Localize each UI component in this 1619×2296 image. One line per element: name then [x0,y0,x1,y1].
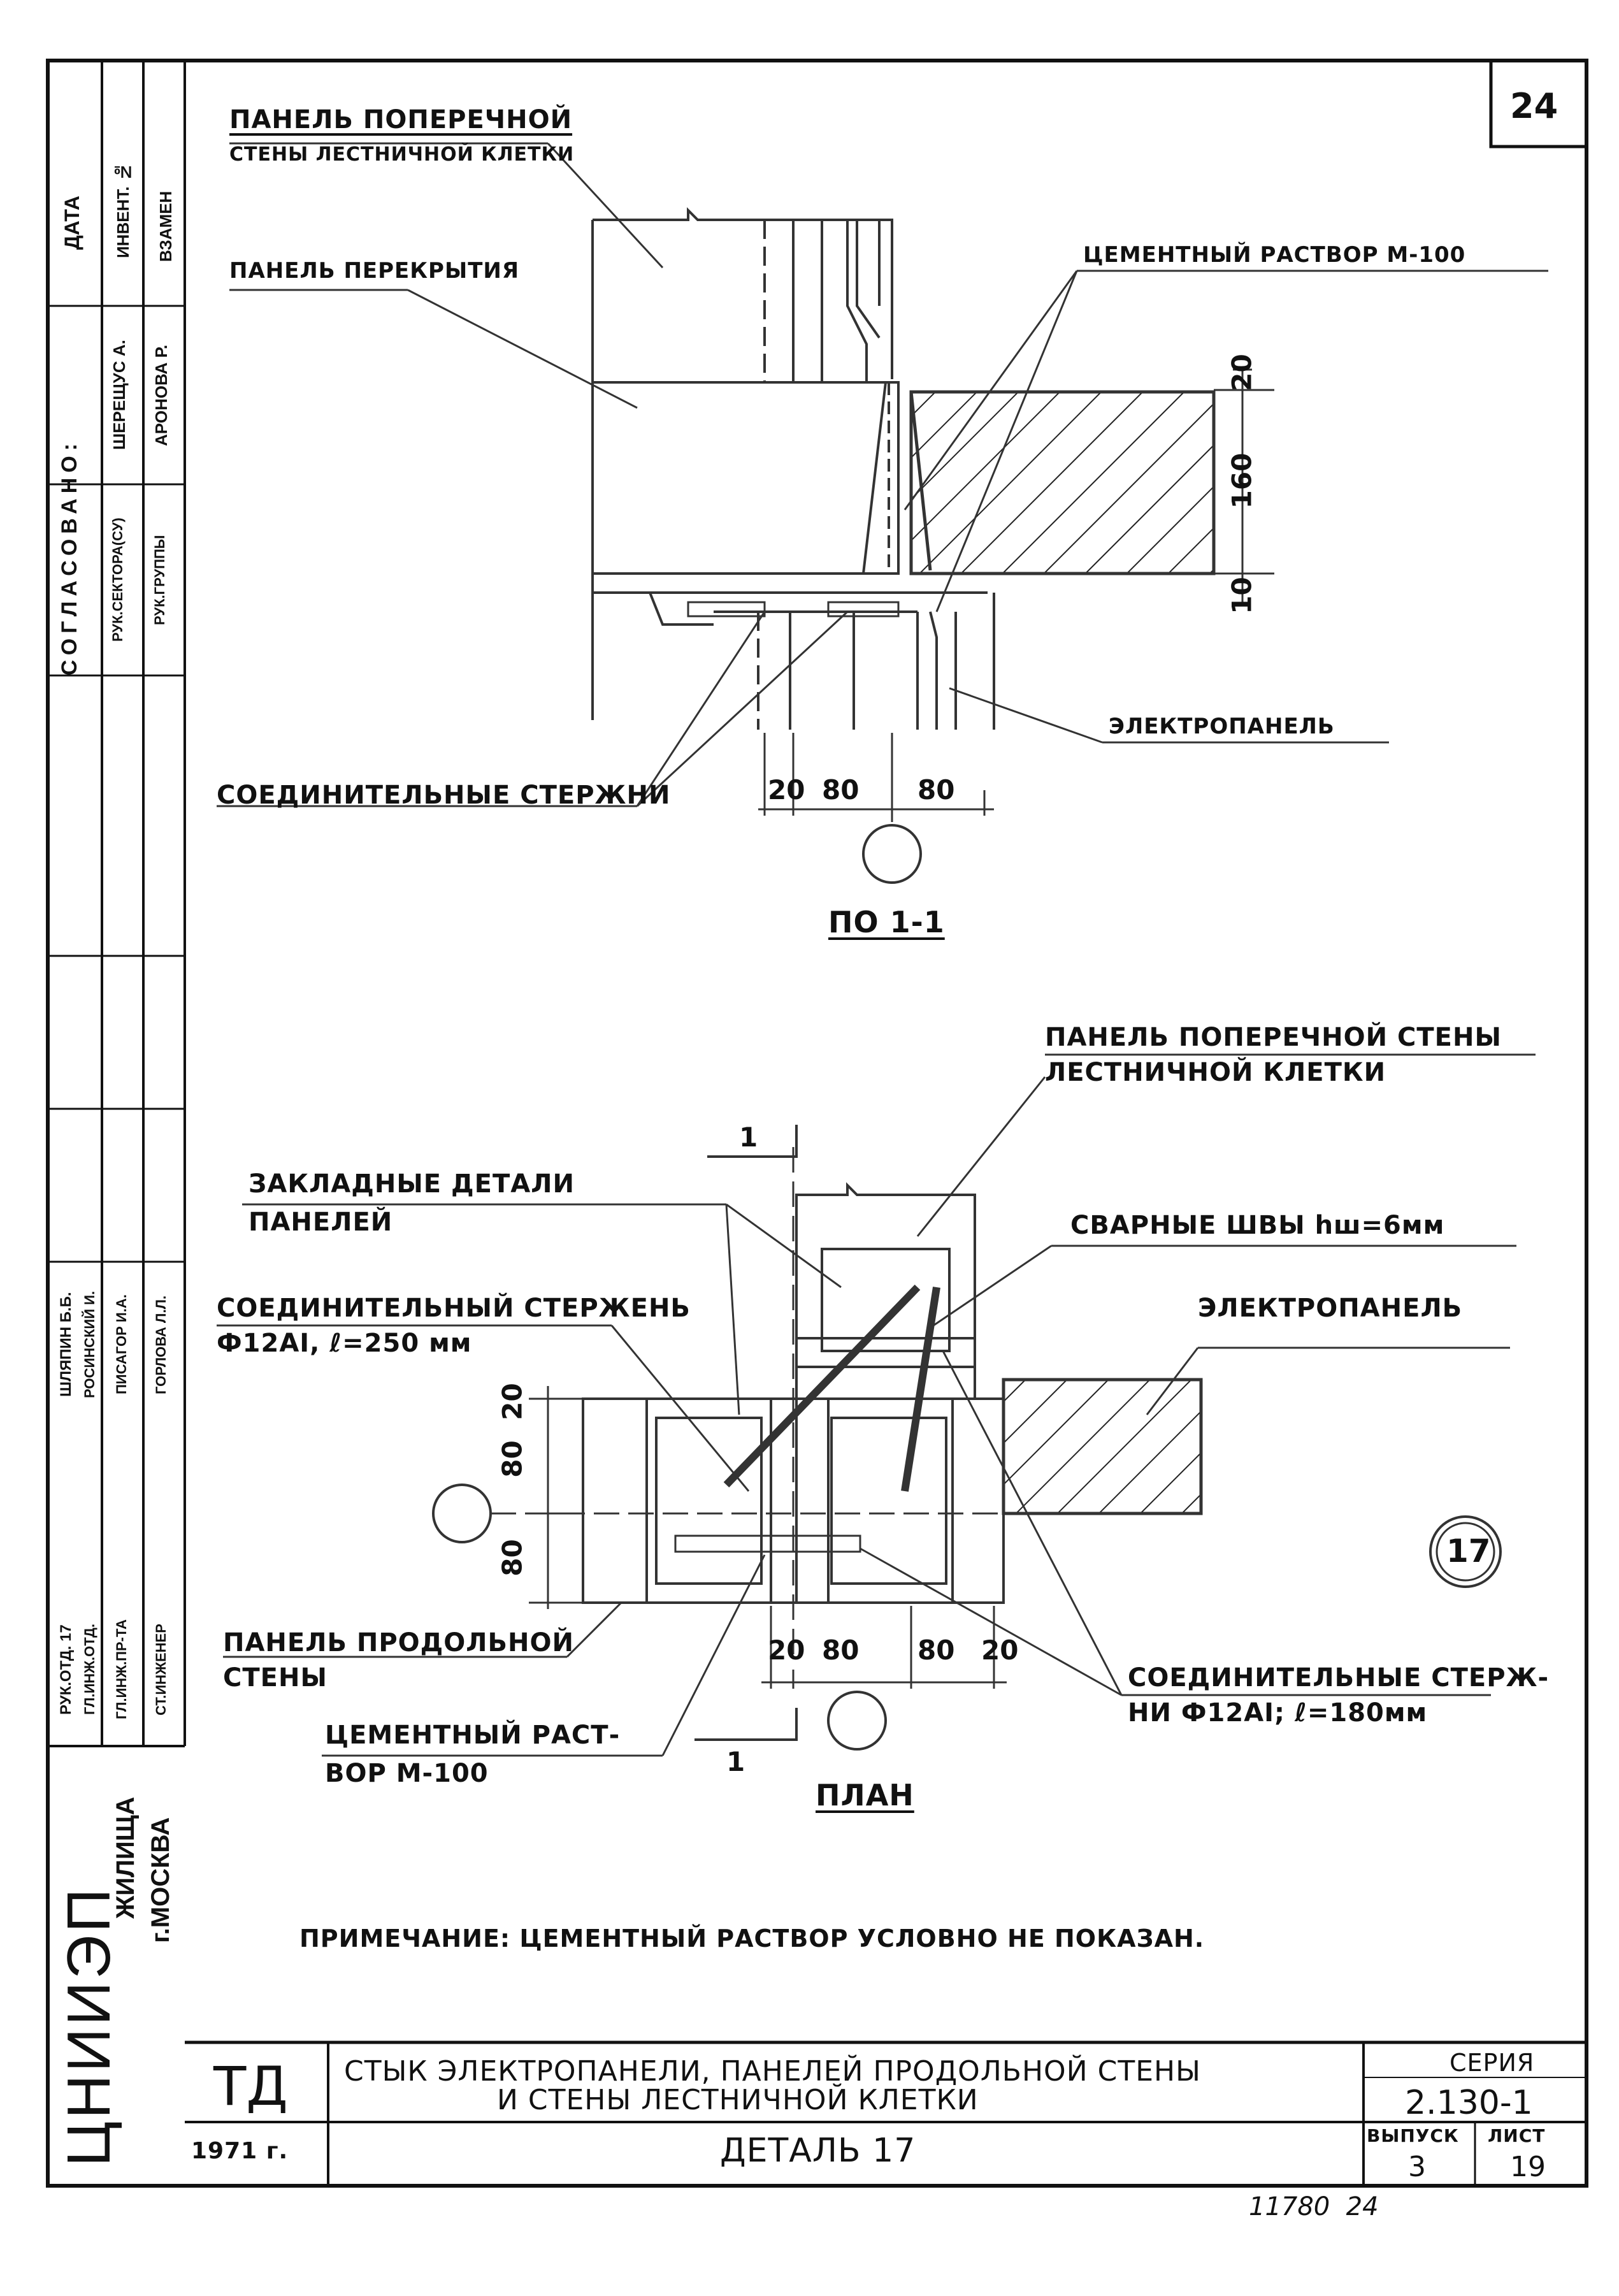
staff-role-3: ГЛ.ИНЖ.ПР-ТА [113,1619,129,1720]
plan-electropanel-label: ЭЛЕКТРОПАНЕЛЬ [1198,1294,1463,1323]
plan-axis-marker-bottom [827,1691,887,1751]
staff-name-4: ГОРЛОВА Л.Л. [153,1295,169,1394]
approval-role-1: РУК.СЕКТОРА(СУ) [110,517,126,642]
staff-name-3: ПИСАГОР И.А. [113,1294,129,1395]
plan-dim-v-2: 80 [496,1440,528,1478]
title-line-1: СТЫК ЭЛЕКТРОПАНЕЛИ, ПАНЕЛЕЙ ПРОДОЛЬНОЙ С… [344,2055,1201,2088]
detail-number: 17 [1446,1533,1491,1570]
plan-long-wall-label-2: СТЕНЫ [223,1663,327,1693]
plan-axis-marker-left [432,1484,492,1543]
approval-role-2: РУК.ГРУППЫ [152,535,168,625]
section-mortar-label: ЦЕМЕНТНЫЙ РАСТВОР М-100 [1083,242,1466,268]
section-dim-v-2: 160 [1226,452,1258,509]
sheet-label: ЛИСТ [1488,2125,1546,2146]
axis-marker [862,824,922,884]
plan-dim-h-2: 80 [822,1635,860,1666]
sheet-value: 19 [1510,2151,1546,2183]
sheet-frame [46,59,1588,2188]
section-electropanel-label: ЭЛЕКТРОПАНЕЛЬ [1109,714,1335,739]
staff-name-2: РОСИНСКИЙ И. [82,1290,97,1399]
staff-role-1: РУК.ОТД. 17 [57,1624,75,1715]
series-label: СЕРИЯ [1450,2049,1535,2077]
plan-rod-label-2: Ф12АI, ℓ=250 мм [217,1329,472,1358]
series-value: 2.130-1 [1405,2084,1533,2122]
inventory-label: ИНВЕНТ. № [113,162,133,258]
approval-date-label: ДАТА [61,196,83,250]
plan-view-geometry [217,1053,1536,1757]
plan-mortar-label-1: ЦЕМЕНТНЫЙ РАСТ- [325,1721,621,1750]
plan-embedded-label-1: ЗАКЛАДНЫЕ ДЕТАЛИ [248,1169,575,1199]
detail-number-circle [1429,1515,1502,1588]
institute-name: ЦНИИЭП [55,1886,123,2167]
replace-label: ВЗАМЕН [156,191,175,262]
plan-cross-wall-label-1: ПАНЕЛЬ ПОПЕРЕЧНОЙ СТЕНЫ [1045,1023,1502,1052]
institute-city: г.МОСКВА [147,1817,175,1943]
detail-title: ДЕТАЛЬ 17 [720,2132,916,2170]
approval-name-1: ШЕРЕЩУС А. [110,340,129,451]
approval-heading: СОГЛАСОВАНО: [57,438,82,675]
plan-welds-label: СВАРНЫЕ ШВЫ hш=6мм [1070,1211,1445,1240]
section-dim-h-1: 20 [768,774,805,805]
plan-rod-label-1: СОЕДИНИТЕЛЬНЫЙ СТЕРЖЕНЬ [217,1294,691,1323]
issue-label: ВЫПУСК [1367,2125,1459,2146]
plan-rods-label-2: НИ Ф12АI; ℓ=180мм [1128,1698,1428,1728]
plan-embedded-label-2: ПАНЕЛЕЙ [248,1208,393,1237]
sheet-number: 24 [1510,86,1558,126]
staff-name-1: ШЛЯПИН Б.Б. [57,1292,75,1397]
staff-role-2: ГЛ.ИНЖ.ОТД. [82,1624,97,1715]
section-dim-v-1: 20 [1226,354,1258,391]
section-dim-h-2: 80 [822,774,860,805]
title-code: ТД [213,2055,288,2118]
section-rods-label: СОЕДИНИТЕЛЬНЫЕ СТЕРЖНИ [217,781,671,810]
footer-handwritten: 11780 24 [1249,2192,1379,2221]
plan-rods-label-1: СОЕДИНИТЕЛЬНЫЕ СТЕРЖ- [1128,1663,1550,1693]
plan-dim-h-3: 80 [917,1635,955,1666]
section-cross-wall-label-2: СТЕНЫ ЛЕСТНИЧНОЙ КЛЕТКИ [229,143,575,166]
plan-section-mark-bottom: 1 [726,1746,745,1777]
section-dim-h-3: 80 [917,774,955,805]
section-view-geometry [217,142,1548,884]
note-text: ПРИМЕЧАНИЕ: ЦЕМЕНТНЫЙ РАСТВОР УСЛОВНО НЕ… [299,1924,1205,1953]
plan-section-mark-top: 1 [739,1122,758,1153]
plan-mortar-label-2: ВОР М-100 [325,1759,489,1788]
issue-value: 3 [1408,2151,1426,2183]
staff-role-4: СТ.ИНЖЕНЕР [153,1624,169,1715]
plan-dim-h-4: 20 [981,1635,1019,1666]
plan-cross-wall-label-2: ЛЕСТНИЧНОЙ КЛЕТКИ [1045,1058,1386,1087]
section-cross-wall-label-1: ПАНЕЛЬ ПОПЕРЕЧНОЙ [229,105,573,134]
plan-dim-h-1: 20 [768,1635,805,1666]
plan-long-wall-label-1: ПАНЕЛЬ ПРОДОЛЬНОЙ [223,1628,574,1657]
plan-caption: ПЛАН [816,1778,914,1812]
approval-name-2: АРОНОВА Р. [152,344,171,446]
plan-dim-v-3: 80 [496,1539,528,1577]
section-caption: ПО 1-1 [828,905,945,939]
year: 1971 г. [191,2138,289,2164]
institute-sub: ЖИЛИЩА [112,1796,140,1919]
plan-dim-v-1: 20 [496,1383,528,1420]
section-floor-panel-label: ПАНЕЛЬ ПЕРЕКРЫТИЯ [229,258,520,284]
title-line-2: И СТЕНЫ ЛЕСТНИЧНОЙ КЛЕТКИ [497,2084,979,2116]
section-dim-v-3: 10 [1226,577,1258,614]
